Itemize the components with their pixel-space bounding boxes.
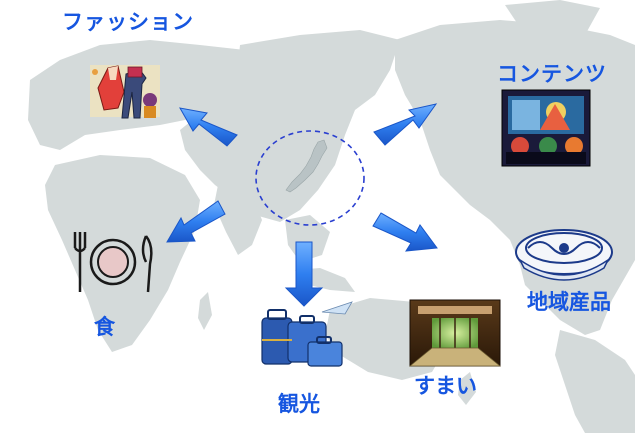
place-setting-icon	[73, 232, 153, 293]
japan-center	[255, 130, 365, 226]
clothing-icon	[90, 65, 160, 119]
japan-icon	[285, 139, 328, 193]
luggage-icon	[261, 301, 353, 367]
label-regional-products: 地域産品	[527, 290, 611, 314]
arrow-to-fashion	[179, 107, 238, 147]
japanese-room-icon	[408, 299, 502, 367]
arrow-to-food	[166, 200, 226, 243]
label-food: 食	[94, 315, 115, 339]
arrow-to-contents	[373, 103, 438, 146]
label-fashion: ファッション	[62, 10, 194, 34]
arrow-to-tourism	[284, 241, 324, 307]
arrow-to-regional	[372, 212, 438, 252]
porcelain-bowl-icon	[515, 229, 613, 281]
arrows	[166, 103, 438, 307]
movie-theater-icon	[501, 89, 591, 167]
label-contents: コンテンツ	[497, 62, 607, 86]
center-dashed-circle	[255, 130, 365, 226]
label-housing: すまい	[414, 374, 477, 398]
label-tourism: 観光	[278, 392, 320, 416]
